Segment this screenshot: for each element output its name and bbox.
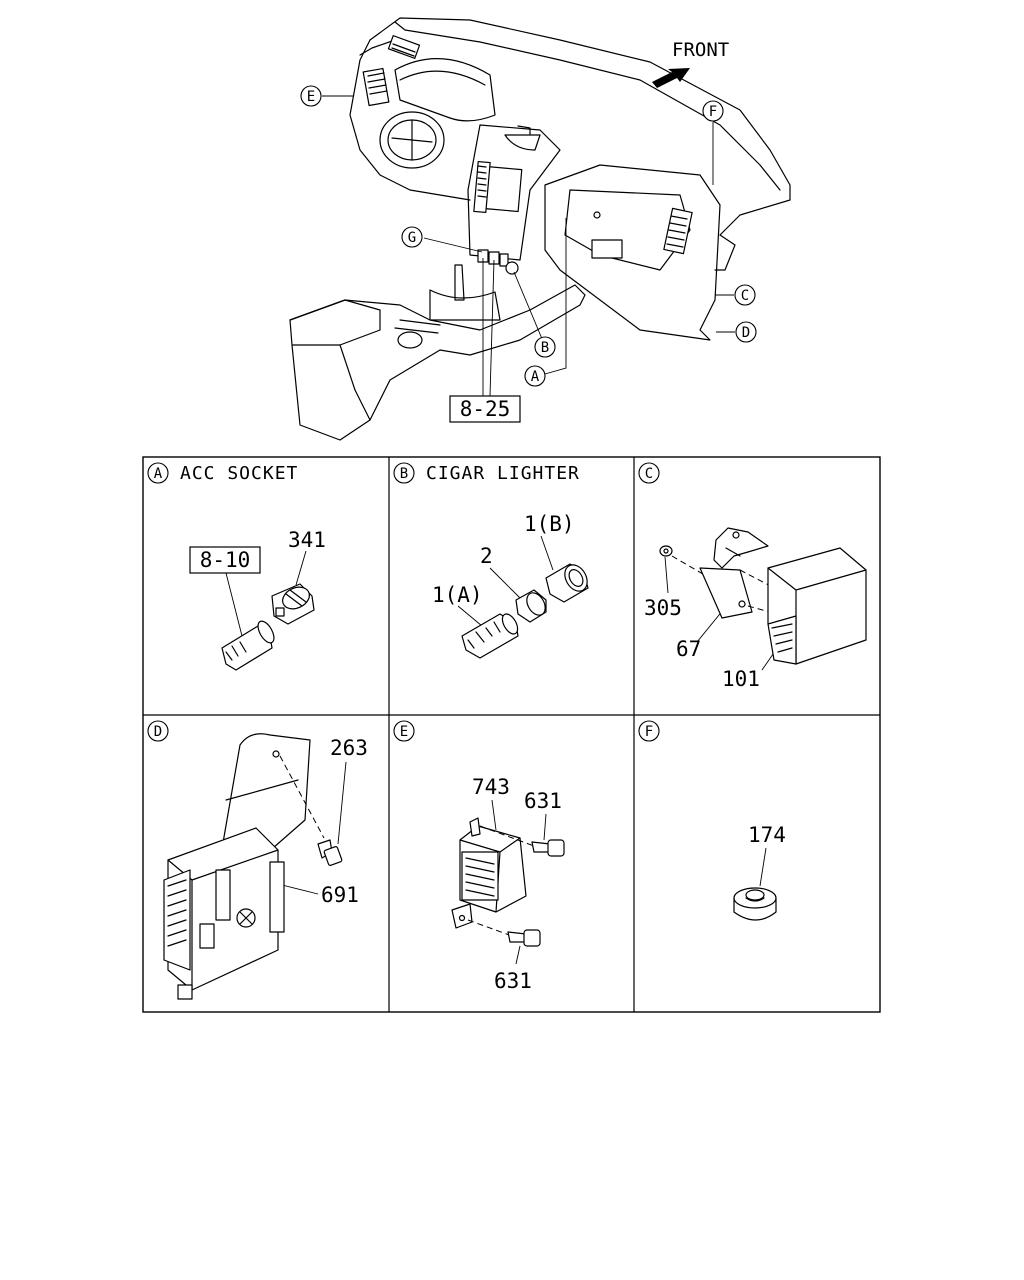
part-number: 2 bbox=[480, 544, 493, 568]
panel-a-acc-socket: A ACC SOCKET 8-10 341 bbox=[147, 462, 326, 671]
part-number: 174 bbox=[748, 823, 786, 847]
panel-grid bbox=[142, 456, 881, 1013]
overview-callout-d: D bbox=[735, 321, 757, 343]
part-number: 1(B) bbox=[524, 512, 575, 536]
module-and-bracket-d bbox=[163, 733, 343, 1000]
part-number: 263 bbox=[330, 736, 368, 760]
ref-box-label: 8-10 bbox=[200, 548, 251, 572]
overview-callout-e: E bbox=[300, 85, 322, 107]
overview-callout-f: F bbox=[702, 100, 724, 122]
panel-e: E 743 631 631 bbox=[393, 720, 565, 993]
overview-callout-g: G bbox=[401, 226, 423, 248]
callout-letter: B bbox=[541, 340, 549, 356]
part-number: 341 bbox=[288, 528, 326, 552]
part-number: 743 bbox=[472, 775, 510, 799]
panel-letter: A bbox=[154, 466, 163, 482]
panel-f: F 174 bbox=[638, 720, 786, 921]
part-number: 101 bbox=[722, 667, 760, 691]
panel-title: CIGAR LIGHTER bbox=[426, 463, 580, 484]
panel-letter: F bbox=[645, 724, 653, 740]
panel-letter: C bbox=[645, 466, 653, 482]
front-arrow-icon bbox=[652, 68, 690, 88]
dashboard-overview: FRONT bbox=[289, 17, 791, 441]
cigar-lighter-parts bbox=[461, 563, 589, 659]
dashboard-drawing bbox=[289, 17, 791, 441]
overview-callout-c: C bbox=[734, 284, 756, 306]
panel-b-cigar-lighter: B CIGAR LIGHTER 1(B) 2 1(A) bbox=[393, 462, 589, 659]
bracket-and-module-c bbox=[659, 527, 867, 665]
part-number: 1(A) bbox=[432, 583, 483, 607]
panel-title: ACC SOCKET bbox=[180, 463, 298, 484]
panel-d: D 263 691 bbox=[147, 720, 368, 1000]
part-number: 305 bbox=[644, 596, 682, 620]
front-label: FRONT bbox=[672, 39, 729, 61]
callout-letter: C bbox=[741, 288, 749, 304]
overview-callout-b: B bbox=[534, 336, 556, 358]
overview-leaders bbox=[322, 95, 735, 397]
callout-letter: F bbox=[709, 104, 717, 120]
panel-letter: B bbox=[400, 466, 408, 482]
callout-letter: G bbox=[408, 230, 416, 246]
part-number: 67 bbox=[676, 637, 701, 661]
part-number: 631 bbox=[524, 789, 562, 813]
overview-callout-a: A bbox=[524, 365, 546, 387]
ref-box-8-25: 8-25 bbox=[449, 395, 521, 423]
acc-socket-part bbox=[221, 583, 315, 671]
callout-letter: A bbox=[531, 369, 540, 385]
callout-letter: D bbox=[742, 325, 750, 341]
ref-box-label: 8-25 bbox=[460, 397, 511, 421]
module-e bbox=[451, 817, 565, 947]
callout-letter: E bbox=[307, 89, 315, 105]
panel-letter: D bbox=[154, 724, 162, 740]
panel-letter: E bbox=[400, 724, 408, 740]
part-number: 631 bbox=[494, 969, 532, 993]
grommet-part bbox=[733, 887, 777, 921]
part-number: 691 bbox=[321, 883, 359, 907]
panel-c: C 305 67 101 bbox=[638, 462, 867, 691]
